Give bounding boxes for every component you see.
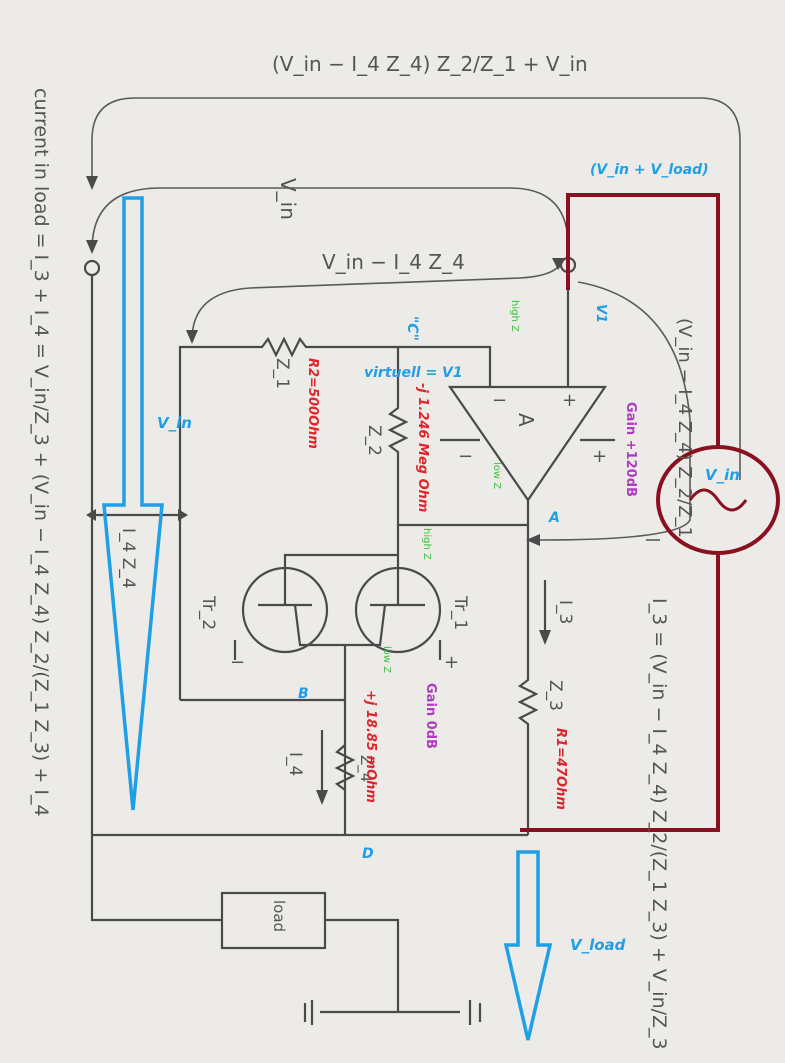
- right-arc-equation: (V_in − I_4 Z_4) Z_2/Z_1: [674, 318, 695, 538]
- tr-emitters: [293, 604, 387, 835]
- v-load-annotation: V_load: [570, 936, 626, 954]
- z2-value-annotation: -j 1.246 Meg Ohm: [415, 383, 430, 513]
- gain-tr-annotation: Gain 0dB: [423, 683, 438, 749]
- tr-plus-label: +: [444, 652, 460, 673]
- v-in-left-annotation: V_in: [157, 414, 192, 432]
- supply-plus-label: +: [592, 446, 608, 467]
- d-node-annotation: D: [362, 846, 374, 862]
- i4-arrowhead: [316, 790, 328, 805]
- v-in-source-annotation: V_in: [705, 466, 740, 484]
- b-node-annotation: B: [298, 686, 309, 702]
- ac-source-wave: [688, 488, 748, 512]
- vin-plus-vload-annotation: (V_in + V_load): [590, 162, 709, 178]
- i4z4-arrowhead-left: [86, 509, 96, 521]
- i4z4-arrowhead-right: [178, 509, 188, 521]
- z2-resistor: [387, 347, 528, 527]
- high-z-2-annotation: high Z: [421, 528, 432, 560]
- z2-label: Z_2: [364, 425, 384, 456]
- i4-label: I_4: [285, 752, 305, 777]
- z4-value-annotation: +j 18.85 mOhm: [363, 690, 378, 803]
- tr-rails: [233, 640, 442, 660]
- virtuell-annotation: virtuell = V1: [364, 365, 463, 381]
- load-label: load: [270, 900, 288, 933]
- tr-minus-label: −: [230, 652, 246, 673]
- tr2-label: Tr_2: [198, 596, 218, 631]
- supply-minus-label: −: [458, 446, 474, 467]
- source-wire: [520, 193, 720, 832]
- left-wire: [90, 275, 222, 922]
- z3-resistor: [517, 660, 539, 835]
- i4z4-label: I_4 Z_4: [118, 528, 138, 589]
- arrowhead-right-arc: [526, 534, 540, 546]
- tr-collectors: [283, 525, 400, 605]
- vin-arc: [91, 187, 569, 251]
- low-z-1-annotation: low Z: [491, 462, 502, 490]
- right-arc: [539, 281, 691, 541]
- low-z-2-annotation: low Z: [381, 646, 392, 674]
- i3-label: I_3: [555, 600, 575, 625]
- tr1-label: Tr_1: [450, 596, 470, 631]
- current-in-load-equation: current in load = I_3 + I_4 = V_in/Z_3 +…: [30, 88, 52, 817]
- ac-source-circle: [656, 445, 780, 555]
- high-z-1-annotation: high Z: [509, 300, 520, 332]
- c-node-annotation: "C": [404, 316, 420, 341]
- v-in-big-arrow: [102, 196, 164, 811]
- vin-minus-i4z4-label: V_in − I_4 Z_4: [322, 250, 465, 274]
- r2-annotation: R2=500Ohm: [305, 358, 320, 449]
- op-amp-triangle: [447, 385, 608, 502]
- arrowhead-left-2: [86, 240, 98, 254]
- vin-i4z4-arc: [191, 261, 563, 341]
- amp-plus-label: +: [562, 390, 578, 411]
- left-terminal: [83, 259, 101, 277]
- load-wire: [325, 918, 400, 1012]
- v1-annotation: V1: [593, 304, 608, 324]
- z1-wire: [178, 336, 492, 700]
- z4-resistor: [334, 744, 356, 791]
- r1-annotation: R1=47Ohm: [553, 728, 568, 810]
- z3-label: Z_3: [545, 680, 565, 711]
- top-feedback-arc: [91, 97, 741, 480]
- vin-label: V_in: [276, 178, 300, 220]
- i3-formula: I_3 = (V_in − I_4 Z_4) Z_2/(Z_1 Z_3) + V…: [648, 598, 670, 1050]
- a-node-annotation: A: [549, 510, 560, 526]
- gain-amp-annotation: Gain +120dB: [623, 402, 638, 497]
- top-feedback-equation: (V_in − I_4 Z_4) Z_2/Z_1 + V_in: [272, 52, 588, 76]
- arrowhead-z1: [186, 330, 198, 344]
- v-load-big-arrow: [503, 850, 553, 1041]
- amp-minus-label: −: [492, 390, 508, 411]
- z1-label: Z_1: [272, 358, 292, 389]
- amp-label: A: [514, 413, 538, 427]
- i3-arrowhead: [539, 630, 551, 645]
- arrowhead-left-1: [86, 176, 98, 190]
- ground-battery: [303, 1000, 482, 1025]
